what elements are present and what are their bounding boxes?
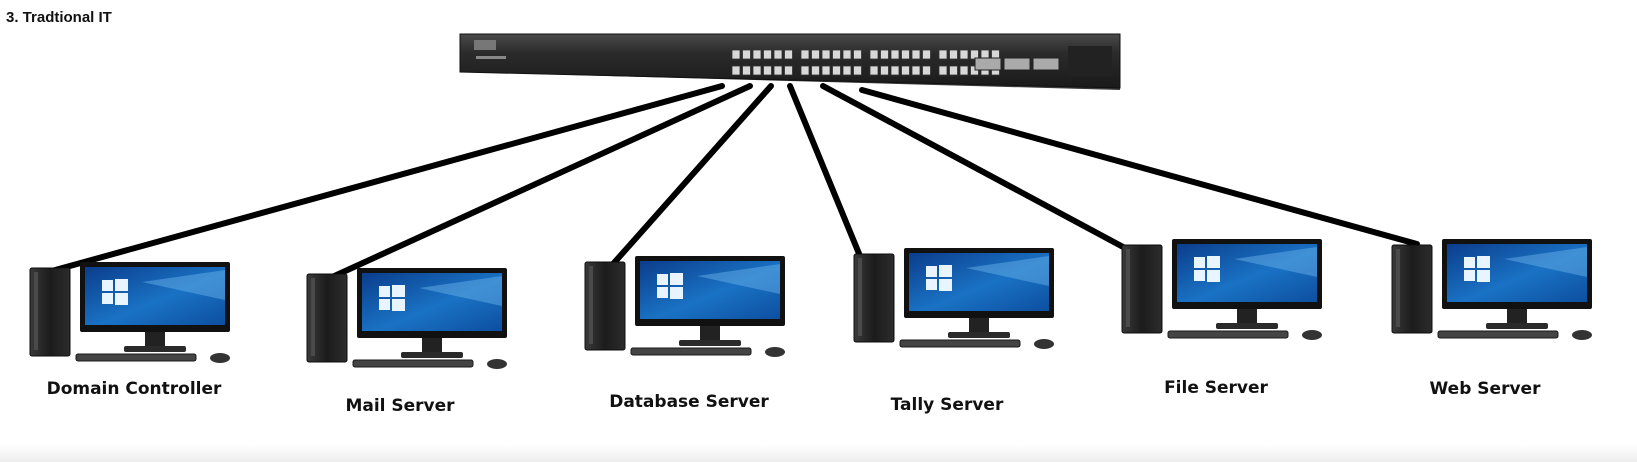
label-tally-server: Tally Server <box>890 395 1004 415</box>
computer-file-server <box>1121 239 1322 340</box>
tower-icon <box>1391 244 1433 334</box>
label-mail-server: Mail Server <box>345 396 455 416</box>
keyboard-icon <box>1437 330 1559 339</box>
mouse-icon <box>1572 330 1592 340</box>
slide-title: 3. Tradtional IT <box>6 9 112 26</box>
connection-lines <box>45 83 1420 281</box>
mouse-icon <box>765 347 785 357</box>
computers <box>29 239 1592 369</box>
monitor-icon <box>904 248 1054 338</box>
label-web-server: Web Server <box>1429 379 1541 399</box>
monitor-icon <box>1172 239 1322 329</box>
keyboard-icon <box>899 339 1021 348</box>
keyboard-icon <box>630 347 752 356</box>
link-domain-controller <box>45 83 725 275</box>
computer-mail-server <box>306 268 507 369</box>
link-tally-server <box>787 83 863 259</box>
mouse-icon <box>1034 339 1054 349</box>
tower-icon <box>1121 244 1163 334</box>
network-switch <box>459 33 1121 90</box>
monitor-icon <box>80 262 230 352</box>
mouse-icon <box>210 353 230 363</box>
tower-icon <box>584 261 626 351</box>
computer-web-server <box>1391 239 1592 340</box>
tower-icon <box>853 253 895 343</box>
tower-icon <box>306 273 348 363</box>
bottom-shade <box>0 444 1637 462</box>
computer-tally-server <box>853 248 1054 349</box>
link-web-server <box>859 87 1420 247</box>
tower-icon <box>29 267 71 357</box>
label-file-server: File Server <box>1164 378 1268 398</box>
link-database-server <box>610 83 774 267</box>
link-mail-server <box>327 83 753 281</box>
label-database-server: Database Server <box>609 392 769 412</box>
keyboard-icon <box>75 353 197 362</box>
keyboard-icon <box>1167 330 1289 339</box>
computer-domain-controller <box>29 262 230 363</box>
monitor-icon <box>635 256 785 346</box>
monitor-icon <box>357 268 507 358</box>
keyboard-icon <box>352 359 474 368</box>
link-file-server <box>820 83 1128 251</box>
mouse-icon <box>1302 330 1322 340</box>
label-domain-controller: Domain Controller <box>46 379 222 399</box>
monitor-icon <box>1442 239 1592 329</box>
computer-database-server <box>584 256 785 357</box>
mouse-icon <box>487 359 507 369</box>
